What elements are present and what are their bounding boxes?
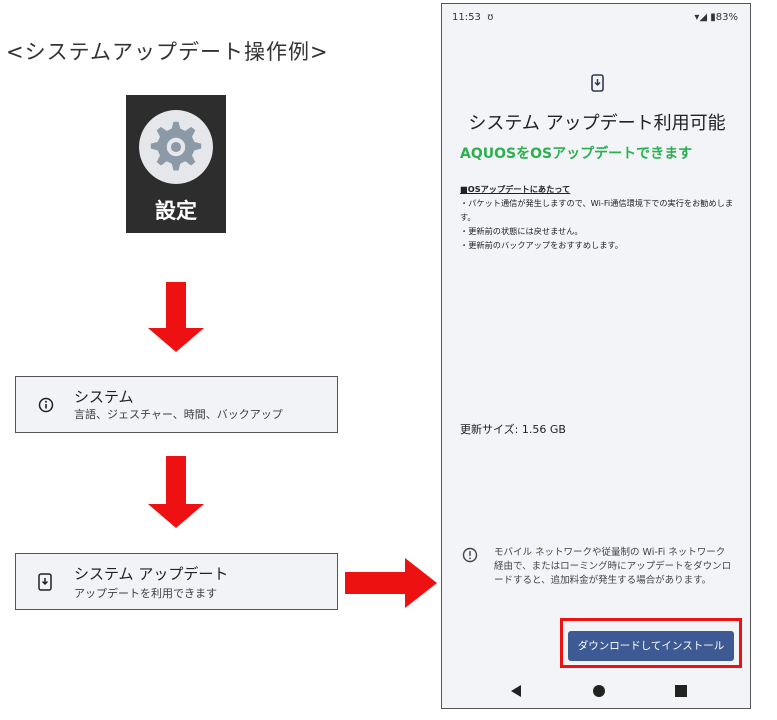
update-title: システム アップデート利用可能 bbox=[468, 113, 726, 134]
system-update-subtitle: アップデートを利用できます bbox=[74, 587, 217, 600]
system-update-title: システム アップデート bbox=[74, 565, 229, 583]
update-subtitle: AQUOSをOSアップデートできます bbox=[460, 146, 693, 162]
status-time: 11:53 ʊ bbox=[452, 12, 494, 23]
update-size: 更新サイズ: 1.56 GB bbox=[460, 423, 566, 436]
signal-icon: ◢ bbox=[699, 12, 708, 23]
system-settings-item[interactable]: システム 言語、ジェスチャー、時間、バックアップ bbox=[15, 376, 338, 433]
back-nav-icon[interactable] bbox=[510, 684, 522, 698]
system-update-icon bbox=[591, 74, 604, 92]
notes-heading: ■OSアップデートにあたって bbox=[460, 184, 571, 194]
home-nav-icon[interactable] bbox=[592, 684, 606, 698]
highlight-box bbox=[560, 618, 742, 668]
system-update-item[interactable]: システム アップデート アップデートを利用できます bbox=[15, 553, 338, 610]
settings-app-tile[interactable]: 設定 bbox=[126, 95, 226, 233]
right-arrow bbox=[345, 558, 437, 608]
notes-line: ・更新前のバックアップをおすすめします。 bbox=[460, 240, 623, 250]
battery-icon: ▮ bbox=[710, 12, 716, 23]
battery-level: 83% bbox=[715, 12, 738, 23]
recents-nav-icon[interactable] bbox=[675, 685, 687, 697]
settings-label: 設定 bbox=[155, 199, 197, 223]
warning-info-icon bbox=[462, 547, 478, 563]
system-subtitle: 言語、ジェスチャー、時間、バックアップ bbox=[74, 408, 283, 421]
gear-icon bbox=[139, 110, 213, 184]
page-heading: <システムアップデート操作例> bbox=[6, 40, 329, 64]
down-arrow-2 bbox=[148, 456, 204, 530]
wifi-icon: ▾ bbox=[694, 12, 700, 23]
phone-screen: 11:53 ʊ ▾◢ ▮83% システム アップデート利用可能 AQUOSをOS… bbox=[441, 3, 751, 709]
download-and-install-button[interactable]: ダウンロードしてインストール bbox=[568, 631, 734, 661]
info-icon bbox=[38, 397, 54, 412]
system-update-icon bbox=[38, 572, 52, 591]
notes-line: ・パケット通信が発生しますので、Wi-Fi通信環境下での実行をお勧めします。 bbox=[460, 198, 734, 222]
system-title: システム bbox=[74, 388, 134, 406]
update-notes: ■OSアップデートにあたって ・パケット通信が発生しますので、Wi-Fi通信環境… bbox=[460, 182, 740, 252]
down-arrow-1 bbox=[148, 282, 204, 354]
notes-line: ・更新前の状態には戻せません。 bbox=[460, 226, 583, 236]
data-charge-warning: モバイル ネットワークや従量制の Wi-Fi ネットワーク経由で、またはローミン… bbox=[494, 547, 732, 586]
status-icons: ▾◢ ▮83% bbox=[694, 12, 738, 23]
